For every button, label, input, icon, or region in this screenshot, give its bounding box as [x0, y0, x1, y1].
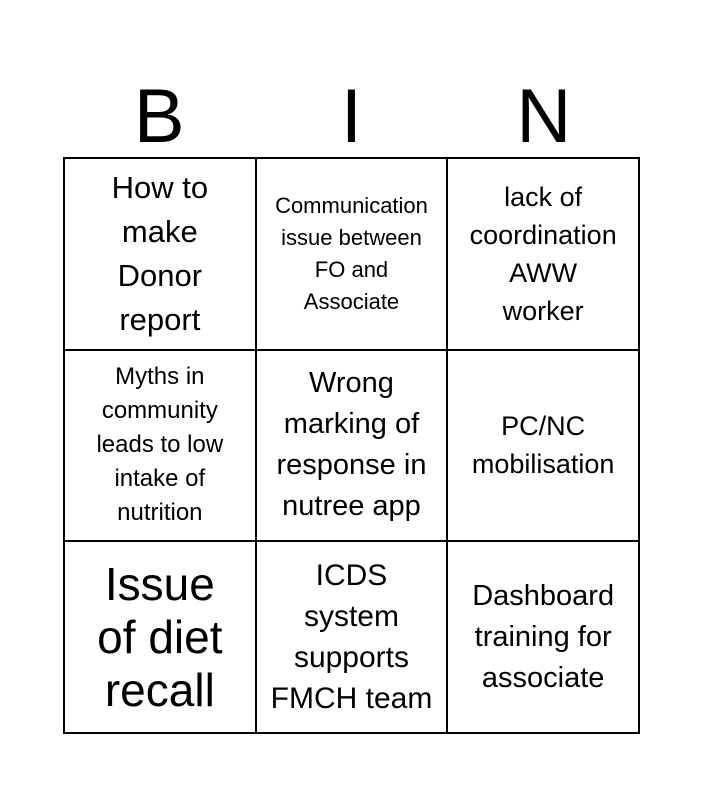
- bingo-cell[interactable]: Wrong marking of response in nutree app: [255, 349, 448, 542]
- bingo-cell-text: Wrong marking of response in nutree app: [276, 367, 427, 523]
- bingo-cell[interactable]: Myths in community leads to low intake o…: [64, 349, 256, 542]
- bingo-cell-text: ICDS system supports FMCH team: [270, 559, 433, 716]
- bingo-cell-text: Issue of diet recall: [97, 557, 223, 716]
- bingo-letter-b: B: [133, 74, 185, 159]
- bingo-letter-n: N: [516, 74, 572, 159]
- bingo-cell[interactable]: Dashboard training for associate: [447, 541, 639, 733]
- bingo-card-title: B I N: [63, 0, 640, 157]
- bingo-grid: How to make Donor report Communication i…: [63, 157, 640, 734]
- bingo-cell[interactable]: PC/NC mobilisation: [447, 349, 639, 542]
- bingo-cell[interactable]: How to make Donor report: [64, 158, 256, 350]
- bingo-cell-text: Communication issue between FO and Assoc…: [275, 192, 428, 314]
- bingo-cell-text: PC/NC mobilisation: [471, 411, 615, 480]
- bingo-cell-text: Myths in community leads to low intake o…: [96, 363, 224, 527]
- bingo-cell[interactable]: lack of coordination AWW worker: [447, 158, 639, 350]
- bingo-cell-text: How to make Donor report: [111, 169, 209, 337]
- bingo-cell-text: lack of coordination AWW worker: [469, 181, 617, 326]
- bingo-cell[interactable]: Issue of diet recall: [64, 541, 256, 733]
- bingo-cell[interactable]: Communication issue between FO and Assoc…: [255, 158, 448, 350]
- bingo-cell-text: Dashboard training for associate: [472, 579, 615, 694]
- bingo-cell[interactable]: ICDS system supports FMCH team: [255, 541, 448, 733]
- bingo-letter-i: I: [340, 74, 363, 159]
